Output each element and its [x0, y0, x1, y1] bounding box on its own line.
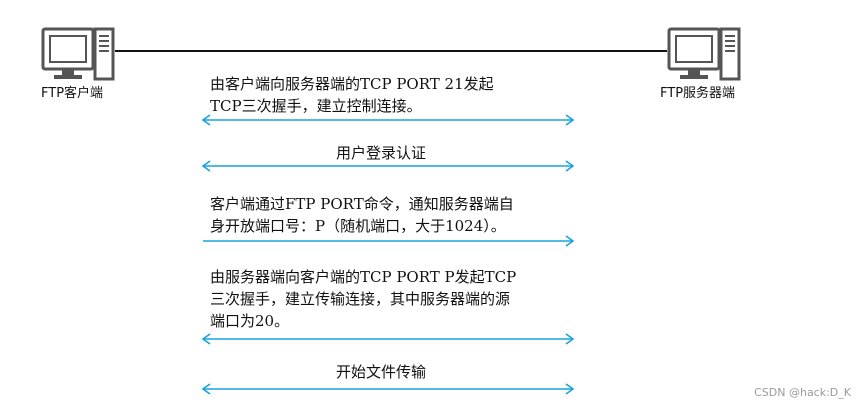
message-5-double-arrow [201, 383, 575, 395]
message-3-text: 客户端通过FTP PORT命令，通知服务器端自 身开放端口号：P（随机端口，大于… [210, 193, 514, 237]
message-1-line-2: TCP三次握手，建立控制连接。 [210, 97, 422, 115]
server-computer-icon [667, 26, 741, 84]
message-2-double-arrow [201, 160, 575, 172]
message-2-line-1: 用户登录认证 [336, 144, 427, 162]
message-5-line-1: 开始文件传输 [336, 363, 427, 381]
message-4-line-2: 三次握手，建立传输连接，其中服务器端的源 [210, 290, 511, 308]
message-3-line-2: 身开放端口号：P（随机端口，大于1024）。 [210, 217, 506, 235]
message-2-text: 用户登录认证 [336, 142, 426, 164]
message-1-text: 由客户端向服务器端的TCP PORT 21发起 TCP三次握手，建立控制连接。 [210, 73, 494, 117]
message-4-line-1: 由服务器端向客户端的TCP PORT P发起TCP [210, 268, 517, 286]
watermark: CSDN @hack:D_K [754, 386, 851, 399]
message-4-line-3: 端口为20。 [210, 312, 290, 330]
server-label: FTP服务器端 [660, 86, 736, 101]
message-1-line-1: 由客户端向服务器端的TCP PORT 21发起 [210, 75, 494, 93]
message-5-text: 开始文件传输 [336, 361, 426, 383]
message-3-line-1: 客户端通过FTP PORT命令，通知服务器端自 [210, 195, 514, 213]
message-4-text: 由服务器端向客户端的TCP PORT P发起TCP 三次握手，建立传输连接，其中… [210, 266, 516, 332]
client-label: FTP客户端 [41, 86, 104, 101]
network-connection-line [115, 50, 667, 52]
message-1-double-arrow [201, 114, 575, 126]
message-3-right-arrow [201, 235, 575, 247]
message-4-double-arrow [201, 333, 575, 345]
client-computer-icon [41, 26, 115, 84]
